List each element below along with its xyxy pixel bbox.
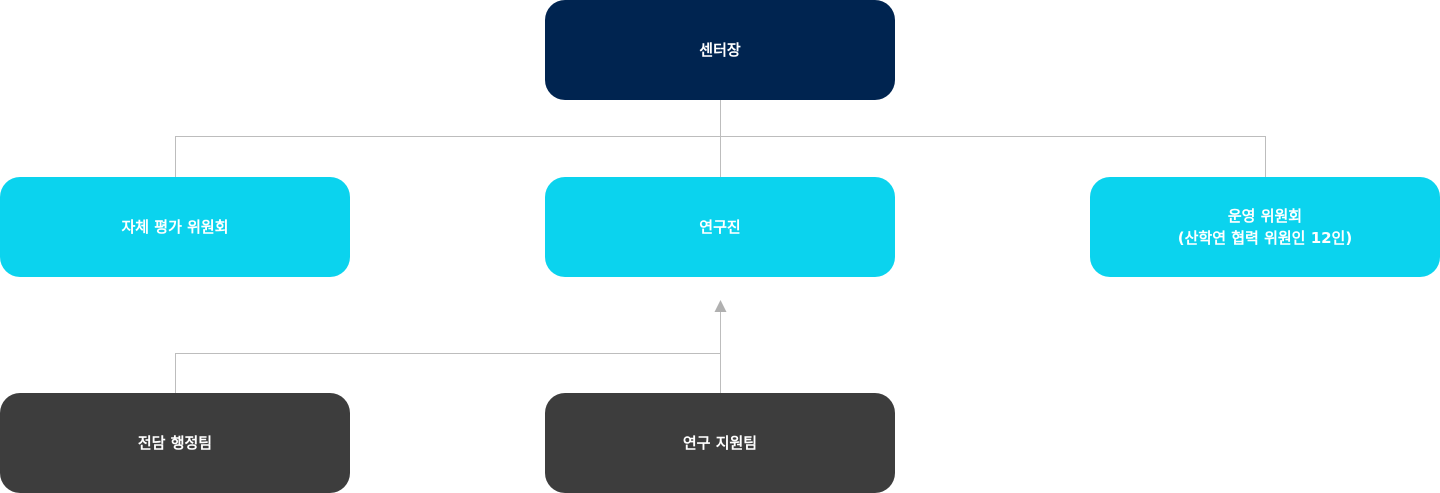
admin-team-label: 전담 행정팀 bbox=[137, 434, 213, 452]
self-evaluation-committee-label: 자체 평가 위원회 bbox=[121, 218, 229, 236]
operating-committee-label: 운영 위원회 bbox=[1227, 207, 1303, 225]
research-support-team-label: 연구 지원팀 bbox=[682, 434, 758, 452]
research-team-box: 연구진 bbox=[545, 177, 895, 277]
arrow-up-icon bbox=[714, 300, 727, 312]
research-team-label: 연구진 bbox=[699, 218, 741, 236]
operating-committee-box: 운영 위원회 (산학연 협력 위원인 12인) bbox=[1090, 177, 1440, 277]
operating-committee-sublabel: (산학연 협력 위원인 12인) bbox=[1177, 229, 1353, 247]
self-evaluation-committee-box: 자체 평가 위원회 bbox=[0, 177, 350, 277]
director-box: 센터장 bbox=[545, 0, 895, 100]
research-support-team-box: 연구 지원팀 bbox=[545, 393, 895, 493]
director-label: 센터장 bbox=[699, 41, 741, 59]
admin-team-box: 전담 행정팀 bbox=[0, 393, 350, 493]
